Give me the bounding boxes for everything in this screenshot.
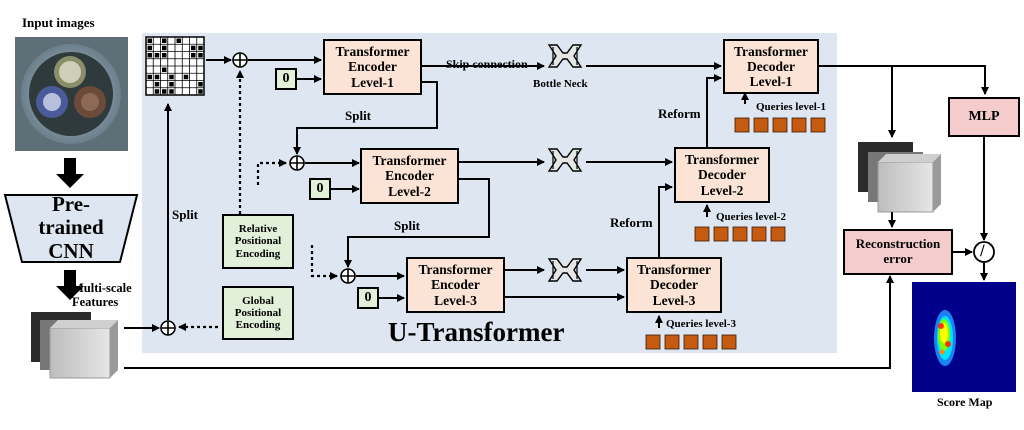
query-token-l1-1 bbox=[734, 117, 750, 133]
query-token-l1-5 bbox=[810, 117, 826, 133]
zero-token-1: 0 bbox=[275, 68, 297, 90]
u-transformer-title: U-Transformer bbox=[388, 317, 565, 347]
reconstruction-error-box: Reconstruction error bbox=[843, 229, 953, 275]
cnn-trapezoid bbox=[3, 194, 139, 263]
query-tokens bbox=[645, 117, 826, 350]
flow-arrows bbox=[124, 56, 989, 369]
feature-cubes bbox=[31, 312, 118, 379]
split-level2-label: Split bbox=[394, 218, 421, 233]
split-level1-label: Split bbox=[345, 108, 372, 123]
encoder-level-1-label: Transformer Encoder Level-1 bbox=[335, 44, 410, 90]
divide-symbol: / bbox=[980, 243, 985, 259]
query-token-l3-5 bbox=[721, 334, 737, 350]
patch-grid bbox=[145, 36, 205, 96]
score-map-image bbox=[912, 282, 1016, 392]
input-image bbox=[15, 37, 128, 151]
decoder-level-3: Transformer Decoder Level-3 bbox=[626, 257, 722, 313]
encoder-level-2-label: Transformer Encoder Level-2 bbox=[372, 153, 447, 199]
bottleneck-icon-2 bbox=[547, 148, 583, 172]
bottleneck-icon-1 bbox=[547, 44, 583, 68]
multiscale-text: Multi-scale Features bbox=[72, 281, 132, 309]
mlp-box: MLP bbox=[948, 97, 1020, 137]
input-images-label: Input images bbox=[22, 15, 95, 30]
relative-pe-label: Relative Positional Encoding bbox=[234, 223, 282, 260]
relative-positional-encoding-box: Relative Positional Encoding bbox=[222, 214, 294, 269]
encoder-level-3: Transformer Encoder Level-3 bbox=[406, 257, 505, 313]
query-token-l1-4 bbox=[791, 117, 807, 133]
multiscale-label: Multi-scale Features bbox=[72, 281, 132, 310]
decoder-level-1-label: Transformer Decoder Level-1 bbox=[734, 43, 808, 90]
zero-token-2: 0 bbox=[309, 178, 331, 200]
query-token-l2-4 bbox=[751, 226, 767, 242]
add-circles bbox=[160, 52, 356, 336]
queries-level-3-label: Queries level-3 bbox=[666, 318, 736, 330]
decoder-level-1: Transformer Decoder Level-1 bbox=[723, 39, 819, 94]
encoder-level-3-label: Transformer Encoder Level-3 bbox=[418, 262, 493, 308]
split-main-label: Split bbox=[172, 207, 199, 222]
query-token-l3-4 bbox=[702, 334, 718, 350]
zero-token-3: 0 bbox=[357, 287, 379, 309]
query-token-l1-2 bbox=[753, 117, 769, 133]
bottleneck-label: Bottle Neck bbox=[533, 78, 588, 90]
decoder-level-2-label: Transformer Decoder Level-2 bbox=[685, 152, 759, 198]
decoder-level-3-label: Transformer Decoder Level-3 bbox=[637, 262, 711, 308]
mlp-label: MLP bbox=[968, 109, 1000, 125]
query-token-l2-3 bbox=[732, 226, 748, 242]
positional-arrows bbox=[178, 70, 338, 331]
arrow-cnn-to-features bbox=[56, 270, 84, 300]
query-token-l3-3 bbox=[683, 334, 699, 350]
global-positional-encoding-box: Global Positional Encoding bbox=[222, 286, 294, 340]
queries-level-2-label: Queries level-2 bbox=[716, 211, 786, 223]
decoder-level-2: Transformer Decoder Level-2 bbox=[674, 147, 770, 203]
query-token-l3-2 bbox=[664, 334, 680, 350]
reconstruction-label: Reconstruction error bbox=[855, 236, 941, 266]
cnn-box: Pre-trained CNN bbox=[22, 192, 120, 262]
query-token-l2-5 bbox=[770, 226, 786, 242]
encoder-level-2: Transformer Encoder Level-2 bbox=[360, 148, 459, 204]
arrow-image-to-cnn bbox=[56, 158, 84, 188]
bottleneck-icon-3 bbox=[547, 258, 583, 282]
query-token-l2-1 bbox=[694, 226, 710, 242]
skip-connection-label: Skip connection bbox=[446, 57, 528, 71]
reconstruction-cubes bbox=[858, 142, 941, 213]
encoder-level-1: Transformer Encoder Level-1 bbox=[323, 39, 422, 95]
reform-upper-label: Reform bbox=[658, 106, 701, 121]
bottlenecks bbox=[547, 44, 583, 282]
cnn-label: Pre-trained CNN bbox=[38, 191, 104, 263]
query-token-l3-1 bbox=[645, 334, 661, 350]
reform-lower-label: Reform bbox=[610, 215, 653, 230]
query-token-l1-3 bbox=[772, 117, 788, 133]
queries-level-1-label: Queries level-1 bbox=[756, 101, 826, 113]
query-token-l2-2 bbox=[713, 226, 729, 242]
global-pe-label: Global Positional Encoding bbox=[234, 294, 282, 332]
score-map-label: Score Map bbox=[937, 395, 993, 409]
